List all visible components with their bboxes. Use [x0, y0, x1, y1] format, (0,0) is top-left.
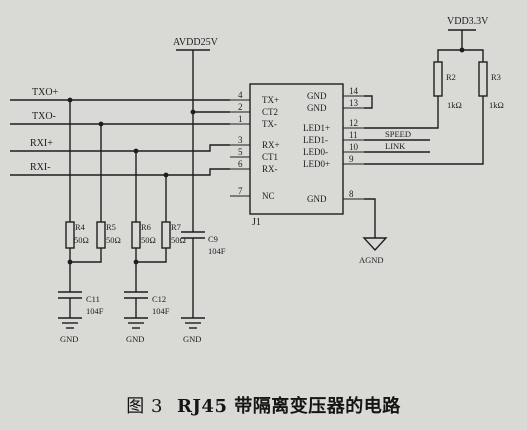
gnd-pins-tie-wire [364, 95, 373, 109]
junction-dot [98, 121, 104, 127]
agnd-wire [364, 198, 376, 238]
pin-number: 1 [238, 114, 243, 124]
r4-r5-join-wire [69, 248, 102, 263]
resistor-value: 1kΩ [489, 100, 504, 110]
capacitor-value: 104F [86, 306, 104, 316]
resistor-ref: R5 [106, 222, 116, 232]
resistor-ref: R4 [75, 222, 86, 232]
pin-name: CT1 [262, 152, 278, 162]
capacitor-value: 104F [152, 306, 170, 316]
junction-dot [163, 172, 169, 178]
pin-name: CT2 [262, 107, 278, 117]
resistor-r3 [478, 61, 488, 97]
speed-label: SPEED [385, 129, 411, 139]
ground-label: GND [126, 334, 144, 344]
rxi-minus-wire [10, 168, 230, 176]
pin-name: GND [307, 103, 327, 113]
junction-dot [133, 148, 139, 154]
pin-number: 4 [238, 90, 243, 100]
pin-name: LED1- [303, 135, 328, 145]
junction-dot [459, 47, 465, 53]
pin-number: 9 [349, 154, 354, 164]
ct2-supply-wire [192, 50, 230, 113]
figure-caption: 图 3 RJ45 带隔离变压器的电路 [0, 392, 527, 418]
pin-number: 11 [349, 130, 358, 140]
pin-number: 2 [238, 102, 243, 112]
pin-name: LED0- [303, 147, 328, 157]
ground-label: GND [60, 334, 78, 344]
pin-name: TX- [262, 119, 277, 129]
resistor-ref: R6 [141, 222, 151, 232]
ground-symbol-gnd1 [58, 317, 82, 329]
resistor-r6 [131, 221, 141, 249]
capacitor-ref: C12 [152, 294, 166, 304]
pin-name: GND [307, 91, 327, 101]
signal-label: RXI+ [30, 138, 53, 149]
connector-left-pin-stubs [230, 99, 250, 197]
pin-number: 7 [238, 186, 243, 196]
pin-number: 10 [349, 142, 359, 152]
resistor-value: 50Ω [74, 235, 89, 245]
resistor-value: 50Ω [141, 235, 156, 245]
ground-symbol-gnd3 [181, 317, 205, 329]
resistor-r2 [433, 61, 443, 97]
led1-plus-wire [364, 96, 439, 129]
agnd-symbol [362, 237, 388, 252]
capacitor-value: 104F [208, 246, 226, 256]
pin-name: NC [262, 191, 275, 201]
link-label: LINK [385, 141, 406, 151]
avdd-label: AVDD25V [173, 37, 219, 48]
connector-ref: J1 [252, 217, 261, 228]
pin-number: 3 [238, 135, 243, 145]
ground-symbol-gnd2 [124, 317, 148, 329]
signal-label: RXI- [30, 162, 51, 173]
led0-plus-wire [364, 96, 484, 165]
resistor-value: 50Ω [106, 235, 121, 245]
pin-name: GND [307, 194, 327, 204]
vdd33-label: VDD3.3V [447, 16, 489, 27]
pin-name: LED0+ [303, 159, 330, 169]
resistor-r4 [65, 221, 75, 249]
resistor-value: 1kΩ [447, 100, 462, 110]
pin-name: RX- [262, 164, 278, 174]
pin-name: TX+ [262, 95, 279, 105]
rj45-circuit-diagram: J1 4 2 1 3 5 6 7 TX+ CT2 TX- RX+ CT1 RX-… [10, 16, 504, 344]
resistor-value: 50Ω [171, 235, 186, 245]
pin-number: 8 [349, 189, 354, 199]
figure-title: RJ45 带隔离变压器的电路 [176, 396, 401, 417]
signal-label: TXO- [32, 111, 56, 122]
resistor-r5 [96, 221, 106, 249]
connector-j1-body [249, 83, 344, 215]
figure-number: 图 3 [126, 396, 163, 417]
ground-label: GND [183, 334, 201, 344]
pin-name: LED1+ [303, 123, 330, 133]
pin-number: 14 [349, 86, 359, 96]
agnd-label: AGND [359, 255, 384, 265]
rxi-plus-wire [10, 144, 230, 152]
r6-r7-join-wire [135, 248, 167, 263]
pin-number: 6 [238, 159, 243, 169]
resistor-r7 [161, 221, 171, 249]
resistor-ref: R3 [491, 72, 501, 82]
pin-number: 5 [238, 147, 243, 157]
pin-number: 12 [349, 118, 358, 128]
capacitor-ref: C11 [86, 294, 100, 304]
connector-right-pin-stubs [343, 95, 364, 200]
capacitor-ref: C9 [208, 234, 218, 244]
resistor-ref: R2 [446, 72, 456, 82]
junction-dot [67, 97, 73, 103]
pin-name: RX+ [262, 140, 280, 150]
resistor-ref: R7 [171, 222, 181, 232]
signal-label: TXO+ [32, 87, 59, 98]
pin-number: 13 [349, 98, 359, 108]
